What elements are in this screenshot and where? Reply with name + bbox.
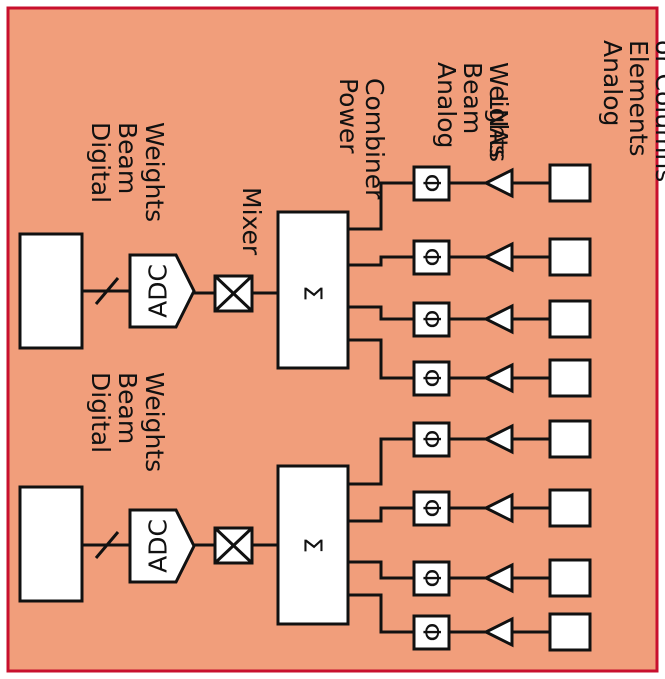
phase-shifter-block: [412, 301, 451, 338]
digital-beam-weights-label-lower: Digital Beam Weights: [86, 372, 169, 472]
phase-shifter-block: [412, 239, 451, 276]
analog-element-block: [548, 612, 592, 652]
upper-channel-2: Φ: [348, 237, 592, 277]
lower-channel-2: Φ: [348, 488, 592, 528]
analog-element-block: [548, 163, 592, 203]
adc-block: [128, 253, 196, 329]
upper-channel-1: Φ: [348, 163, 592, 231]
lna-triangle-icon: [482, 167, 514, 199]
phase-shifter-symbol: Φ: [418, 369, 446, 388]
lna-triangle-icon: [482, 241, 514, 273]
lower-channel-1: Φ: [348, 419, 592, 486]
phase-shifter-block: [412, 614, 451, 651]
power-combiner-block: [276, 210, 350, 370]
analog-beam-weights-label: Analog Beam Weights: [432, 62, 513, 162]
digital-beam-weights-block: [18, 232, 84, 350]
combiner-sigma-symbol: Σ: [299, 537, 328, 553]
digital-beam-weights-block: [18, 485, 84, 603]
digital-beam-weights-label-upper: Digital Beam Weights: [86, 122, 169, 222]
phase-shifter-symbol: Φ: [418, 499, 446, 518]
upper-group: Φ Φ Φ Φ: [18, 163, 592, 398]
analog-element-block: [548, 299, 592, 339]
analog-element-block: [548, 358, 592, 398]
lna-triangle-icon: [482, 303, 514, 335]
phase-shifter-symbol: Φ: [418, 623, 446, 642]
lnas-label: LNAs: [484, 95, 513, 158]
phase-shifter-symbol: Φ: [418, 569, 446, 588]
upper-channel-4: Φ: [348, 338, 592, 398]
power-combiner-block: [276, 464, 350, 626]
combiner-sigma-symbol: Σ: [299, 285, 328, 301]
analog-element-block: [548, 558, 592, 598]
phase-shifter-symbol: Φ: [418, 430, 446, 449]
lna-triangle-icon: [482, 616, 514, 648]
analog-elements-label: Analog Elements or Columns: [598, 40, 665, 182]
lower-group: Φ Φ Φ Φ: [18, 419, 592, 652]
power-combiner-label: Power Combiner: [334, 78, 389, 200]
adc-block: [128, 508, 196, 584]
lna-triangle-icon: [482, 362, 514, 394]
analog-element-block: [548, 488, 592, 528]
mixer-label: Mixer: [237, 187, 266, 256]
analog-element-block: [548, 419, 592, 459]
phase-shifter-symbol: Φ: [418, 248, 446, 267]
upper-channel-3: Φ: [348, 299, 592, 339]
lna-triangle-icon: [482, 492, 514, 524]
phase-shifter-symbol: Φ: [418, 174, 446, 193]
slashed-bus-icon: [94, 277, 120, 305]
analog-element-block: [548, 237, 592, 277]
adc-label: ADC: [144, 519, 173, 573]
lower-channel-3: Φ: [348, 558, 592, 598]
adc-label: ADC: [144, 264, 173, 318]
lower-channel-4: Φ: [348, 593, 592, 652]
phase-shifter-block: [412, 360, 451, 397]
lna-triangle-icon: [482, 423, 514, 455]
phase-shifter-symbol: Φ: [418, 310, 446, 329]
slashed-bus-icon: [94, 531, 120, 559]
lna-triangle-icon: [482, 562, 514, 594]
